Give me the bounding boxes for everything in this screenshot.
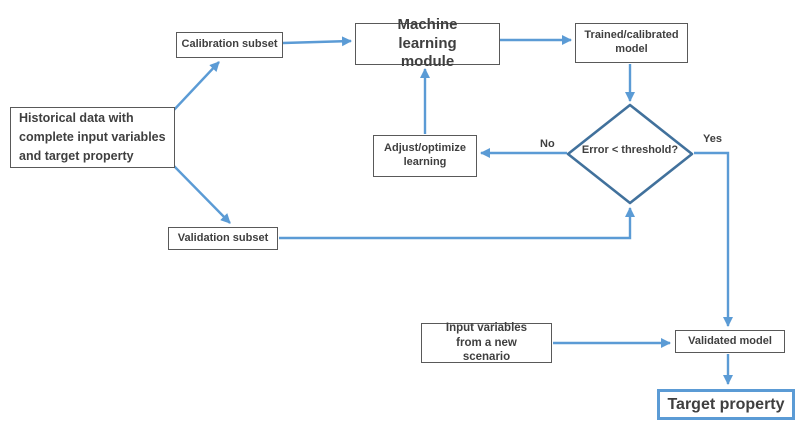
node-calibration-subset: Calibration subset (176, 32, 283, 58)
node-target-property: Target property (657, 389, 795, 420)
edge-validation-to-decision (279, 207, 635, 240)
node-validation-subset: Validation subset (168, 227, 278, 250)
edge-label-no: No (540, 138, 555, 150)
node-error-threshold-decision-label: Error < threshold? (581, 144, 679, 156)
edge-historical-to-calibration (171, 61, 220, 113)
node-trained-calibrated-model: Trained/calibrated model (575, 23, 688, 63)
node-validated-model: Validated model (675, 330, 785, 353)
node-input-variables-new-scenario: Input variables from a new scenario (421, 322, 552, 363)
node-historical-data: Historical data with complete input vari… (10, 107, 175, 168)
node-adjust-optimize-learning: Adjust/optimize learning (373, 135, 477, 177)
decision-diamond (566, 103, 694, 205)
edge-decision-to-validated (694, 151, 733, 327)
node-machine-learning-module: Machine learning module (355, 16, 500, 70)
edge-calibration-to-ml-module (282, 36, 352, 47)
edge-label-yes: Yes (703, 133, 722, 145)
edge-historical-to-validation (171, 163, 231, 224)
